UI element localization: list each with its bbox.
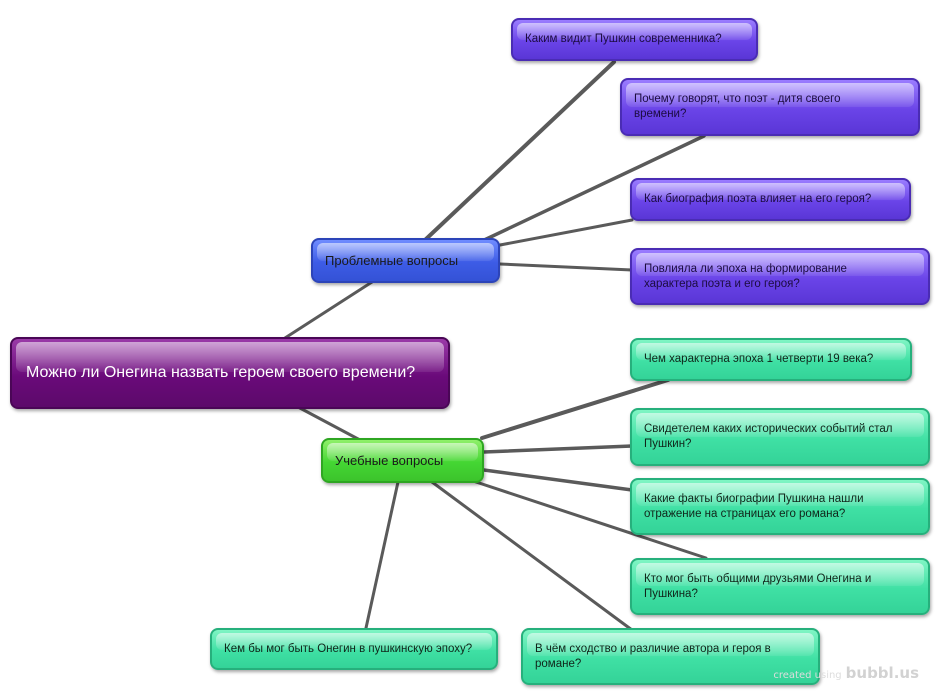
central-topic-label: Можно ли Онегина назвать героем своего в… <box>26 364 416 381</box>
hub-problem-questions[interactable]: Проблемные вопросы <box>311 238 500 283</box>
study-question-5-label: В чём сходство и различие автора и героя… <box>535 642 771 670</box>
connector-study-s5 <box>430 480 634 632</box>
study-question-3-label: Какие факты биографии Пушкина нашли отра… <box>644 492 864 520</box>
problem-question-1-label: Каким видит Пушкин современника? <box>525 33 722 45</box>
study-question-2[interactable]: Свидетелем каких исторических событий ст… <box>630 408 930 466</box>
problem-question-3[interactable]: Как биография поэта влияет на его героя? <box>630 178 911 221</box>
watermark-prefix: created using <box>773 670 842 681</box>
connector-problem-q2 <box>478 134 706 244</box>
study-question-2-label: Свидетелем каких исторических событий ст… <box>644 423 893 450</box>
study-question-3[interactable]: Какие факты биографии Пушкина нашли отра… <box>630 478 930 535</box>
study-question-4[interactable]: Кто мог быть общими друзьями Онегина и П… <box>630 558 930 615</box>
problem-question-2[interactable]: Почему говорят, что поэт - дитя своего в… <box>620 78 920 136</box>
study-question-5[interactable]: В чём сходство и различие автора и героя… <box>521 628 820 685</box>
central-topic[interactable]: Можно ли Онегина назвать героем своего в… <box>10 337 450 409</box>
hub-study-questions[interactable]: Учебные вопросы <box>321 438 484 483</box>
problem-question-2-label: Почему говорят, что поэт - дитя своего в… <box>634 93 841 120</box>
study-question-1[interactable]: Чем характерна эпоха 1 четверти 19 века? <box>630 338 912 381</box>
connector-study-s3 <box>482 468 634 492</box>
problem-question-1[interactable]: Каким видит Пушкин современника? <box>511 18 758 61</box>
problem-question-4[interactable]: Повлияла ли эпоха на формирование характ… <box>630 248 930 305</box>
connector-central-problem <box>283 280 374 340</box>
connector-study-s2 <box>482 444 634 454</box>
study-question-6-label: Кем бы мог быть Онегин в пушкинскую эпох… <box>224 642 473 655</box>
hub-study-questions-label: Учебные вопросы <box>335 453 444 468</box>
study-question-1-label: Чем характерна эпоха 1 четверти 19 века? <box>644 353 874 365</box>
connector-study-s6 <box>364 480 400 630</box>
watermark-brand: bubbl.us <box>845 664 919 682</box>
study-question-4-label: Кто мог быть общими друзьями Онегина и П… <box>644 572 872 600</box>
connector-study-s1 <box>480 378 670 440</box>
problem-question-4-label: Повлияла ли эпоха на формирование характ… <box>644 262 847 290</box>
problem-question-3-label: Как биография поэта влияет на его героя? <box>644 193 872 205</box>
connector-problem-q3 <box>498 218 634 247</box>
connector-problem-q1 <box>423 60 616 242</box>
connector-study-s4 <box>468 478 708 560</box>
connector-problem-q4 <box>498 262 634 272</box>
study-question-6[interactable]: Кем бы мог быть Онегин в пушкинскую эпох… <box>210 628 498 670</box>
hub-problem-questions-label: Проблемные вопросы <box>325 253 459 268</box>
connector-central-study <box>296 405 362 442</box>
